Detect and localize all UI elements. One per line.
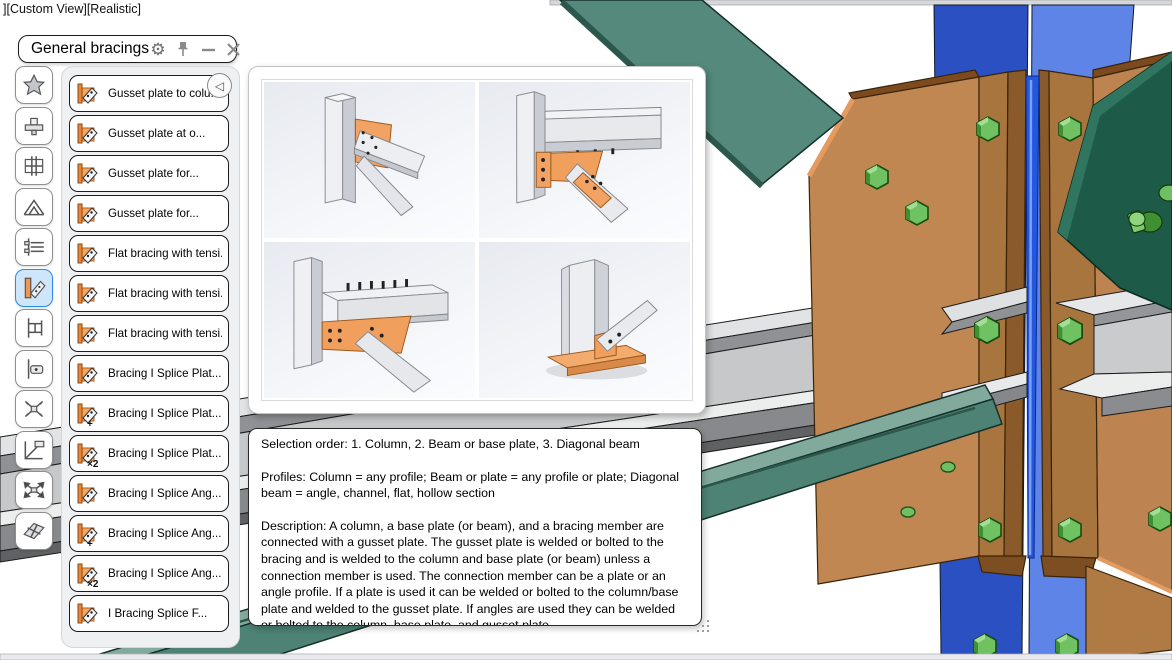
bracket-plate-dark-green[interactable]: [1057, 51, 1172, 311]
component-list-item[interactable]: ×2 Bracing I Splice Plat...: [69, 435, 229, 472]
gusset-bracing-icon: [24, 277, 46, 299]
diagonal-plates-icon: [23, 522, 45, 539]
truss-icon: [23, 198, 45, 215]
toolbar-button-favorites[interactable]: [15, 66, 53, 104]
component-preview-panel: [248, 66, 706, 414]
component-description-panel[interactable]: Selection order: 1. Column, 2. Beam or b…: [248, 428, 702, 626]
component-list-item[interactable]: Bracing I Splice Ang...: [69, 475, 229, 512]
component-label: Bracing I Splice Plat...: [108, 447, 222, 460]
component-label: Flat bracing with tensi...: [108, 287, 222, 300]
gusset-component-icon: [75, 321, 101, 347]
truss-x-icon: [24, 400, 44, 418]
component-label: Gusset plate for...: [108, 207, 199, 220]
profiles-text: Profiles: Column = any profile; Beam or …: [261, 469, 680, 501]
frame-diagonal-icon: [24, 440, 45, 459]
toolbar-button-gusset-bracing[interactable]: [15, 268, 53, 307]
component-list-item[interactable]: + Bracing I Splice Plat...: [69, 395, 229, 432]
component-list-item[interactable]: Gusset plate at o...: [69, 115, 229, 152]
preview-thumbnail-1: [264, 82, 475, 238]
toolbar-button-beam-bolted-plate[interactable]: [15, 349, 53, 388]
base-plate-icon: [24, 117, 44, 135]
component-label: Bracing I Splice Ang...: [108, 527, 222, 540]
gusset-component-icon: [75, 361, 101, 387]
gusset-component-icon: [75, 241, 101, 267]
variant-badge: ×2: [87, 458, 99, 470]
component-label: Bracing I Splice Plat...: [108, 407, 222, 420]
component-label: Gusset plate for...: [108, 167, 199, 180]
gusset-component-icon: [75, 281, 101, 307]
preview-thumbnail-4: [479, 242, 690, 398]
component-list-item[interactable]: Flat bracing with tensi...: [69, 275, 229, 312]
component-label: Flat bracing with tensi...: [108, 327, 222, 340]
toolbar-button-frame[interactable]: [15, 147, 53, 185]
component-list-item[interactable]: Gusset plate for...: [69, 155, 229, 192]
component-list-item[interactable]: ×2 Bracing I Splice Ang...: [69, 555, 229, 592]
variant-badge: ×2: [87, 578, 99, 590]
component-list-item[interactable]: Gusset plate to colu...: [69, 75, 229, 112]
toolbar-button-beam-bolts[interactable]: [15, 228, 53, 266]
component-list-item[interactable]: + Bracing I Splice Ang...: [69, 515, 229, 552]
panel-title: General bracings: [31, 40, 150, 57]
top-edge-strip: [549, 0, 1172, 6]
star-icon: [22, 73, 46, 96]
preview-thumbnail-3: [264, 242, 475, 398]
component-label: Bracing I Splice Ang...: [108, 487, 222, 500]
gusset-component-icon: [75, 81, 101, 107]
component-list-item[interactable]: Flat bracing with tensi...: [69, 315, 229, 352]
frame-icon: [24, 156, 44, 176]
component-label: Gusset plate at o...: [108, 127, 206, 140]
gusset-component-icon: +: [75, 521, 101, 550]
component-label: I Bracing Splice F...: [108, 607, 208, 620]
preview-thumbnail-2: [479, 82, 690, 238]
cross-bracing-arrows-icon: [23, 481, 45, 499]
component-list-item[interactable]: Flat bracing with tensi...: [69, 235, 229, 272]
variant-badge: +: [87, 538, 93, 550]
component-label: Bracing I Splice Ang...: [108, 567, 222, 580]
variant-badge: +: [87, 418, 93, 430]
pin-icon[interactable]: [174, 40, 192, 58]
component-category-toolbar: [15, 66, 53, 550]
bottom-edge-strip: [0, 653, 1172, 660]
component-list-panel: Gusset plate to colu... Gusset plate at …: [61, 66, 240, 648]
component-list-item[interactable]: I Bracing Splice F...: [69, 595, 229, 632]
gusset-component-icon: [75, 201, 101, 227]
beam-bolted-plate-icon: [27, 358, 44, 379]
gusset-component-icon: ×2: [75, 441, 101, 470]
view-label: ][Custom View][Realistic]: [3, 2, 142, 16]
gusset-component-icon: +: [75, 401, 101, 430]
component-list-item[interactable]: Gusset plate for...: [69, 195, 229, 232]
minimize-icon[interactable]: [199, 40, 217, 58]
collapse-list-button[interactable]: ◁: [207, 73, 232, 98]
resize-grip[interactable]: [697, 620, 711, 634]
toolbar-button-truss[interactable]: [15, 187, 53, 226]
toolbar-button-cross-bracing[interactable]: [15, 471, 53, 509]
component-list-item[interactable]: Bracing I Splice Plat...: [69, 355, 229, 392]
toolbar-button-frame-diagonal[interactable]: [15, 430, 53, 469]
general-bracings-panel-header[interactable]: General bracings ⚙: [18, 35, 240, 63]
gusset-component-icon: [75, 601, 101, 627]
toolbar-button-diagonal-plates[interactable]: [15, 511, 53, 550]
settings-gear-icon[interactable]: ⚙: [150, 39, 166, 59]
selection-order-text: Selection order: 1. Column, 2. Beam or b…: [261, 437, 640, 451]
gusset-component-icon: [75, 121, 101, 147]
component-list: Gusset plate to colu... Gusset plate at …: [69, 75, 239, 632]
close-icon[interactable]: [224, 40, 242, 58]
beam-bolts-icon: [24, 238, 44, 256]
gusset-component-icon: [75, 161, 101, 187]
gusset-component-icon: ×2: [75, 561, 101, 590]
preview-grid: [261, 79, 693, 401]
component-label: Flat bracing with tensi...: [108, 247, 222, 260]
component-label: Gusset plate to colu...: [108, 87, 221, 100]
base-plate-corner[interactable]: [1085, 565, 1172, 660]
toolbar-button-beam-column[interactable]: [15, 309, 53, 347]
component-label: Bracing I Splice Plat...: [108, 367, 222, 380]
beam-column-icon: [27, 318, 43, 338]
gusset-component-icon: [75, 481, 101, 507]
toolbar-button-truss-x[interactable]: [15, 390, 53, 428]
description-text: Description: A column, a base plate (or …: [261, 518, 679, 626]
toolbar-button-base-plate[interactable]: [15, 106, 53, 145]
